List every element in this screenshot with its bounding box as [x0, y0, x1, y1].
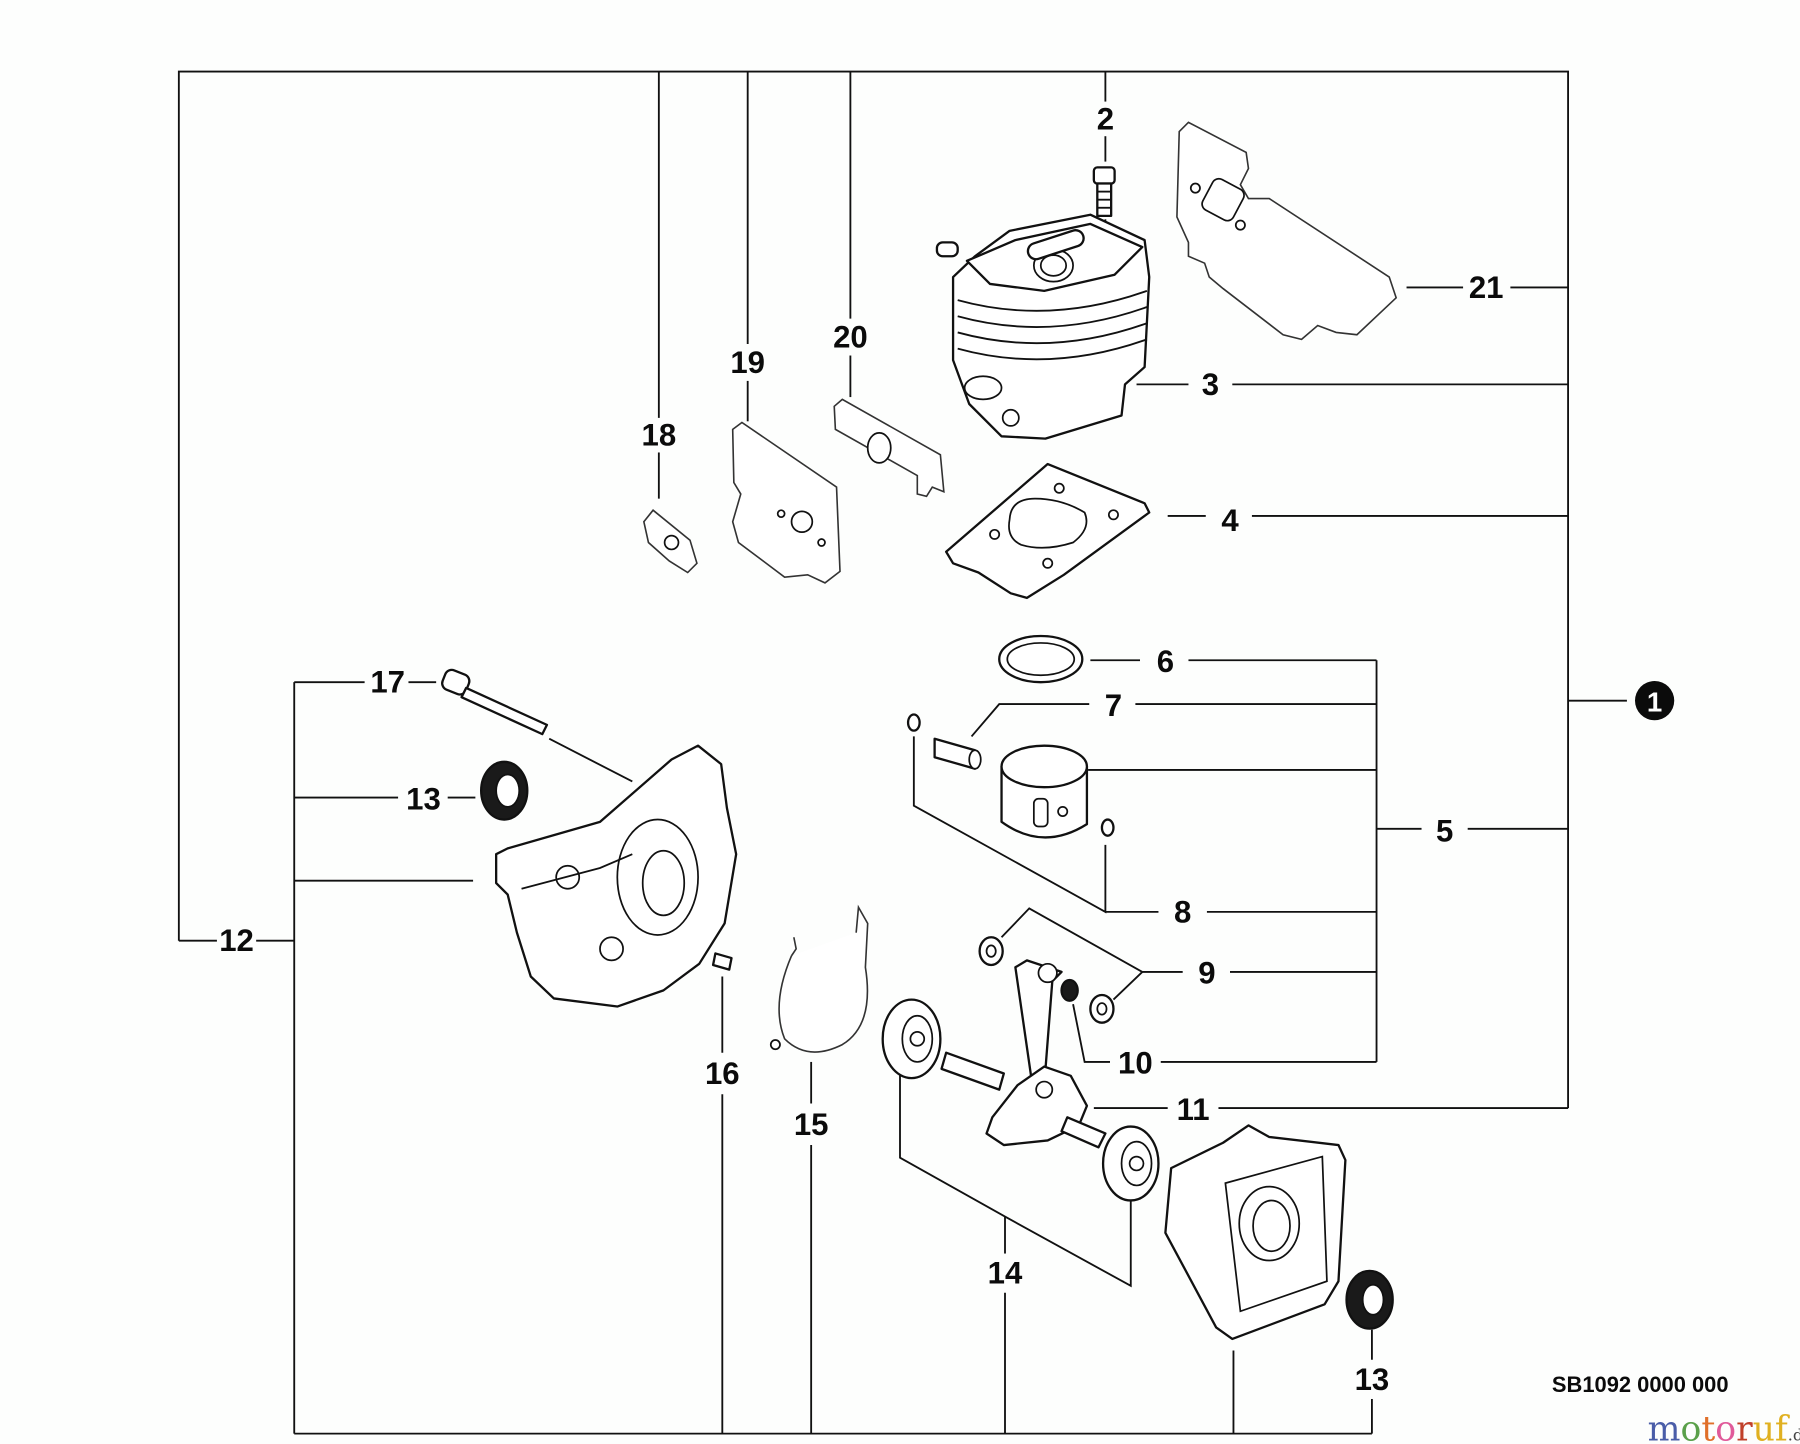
leader-10-a	[1072, 1004, 1110, 1063]
part-gasket-4	[944, 462, 1151, 600]
part-bolt-2	[1092, 166, 1116, 218]
callout-15[interactable]: 15	[794, 1107, 829, 1142]
part-piston-pin-7	[933, 737, 982, 770]
callout-2[interactable]: 2	[1097, 101, 1114, 136]
watermark-letter: t	[1701, 1410, 1715, 1444]
callout-13-right[interactable]: 13	[1355, 1362, 1390, 1397]
badge-number: 1	[1647, 686, 1662, 717]
part-gasket-20	[833, 398, 945, 498]
assembly-badge[interactable]: 1	[1635, 681, 1675, 721]
watermark-logo: motoruf.de	[1648, 1410, 1800, 1444]
part-gasket-18	[642, 509, 698, 574]
part-crankshaft-11	[940, 959, 1107, 1149]
callout-7[interactable]: 7	[1105, 688, 1122, 723]
callout-20[interactable]: 20	[833, 320, 868, 355]
callout-11[interactable]: 11	[1177, 1092, 1210, 1127]
callout-4[interactable]: 4	[1221, 503, 1239, 538]
callout-16[interactable]: 16	[705, 1056, 740, 1091]
part-gasket-19	[731, 421, 841, 584]
part-washers-9	[978, 936, 1115, 1024]
part-heat-shield-21	[1176, 121, 1398, 341]
callout-5[interactable]: 5	[1436, 814, 1453, 849]
callout-12[interactable]: 12	[219, 923, 254, 958]
watermark-letter: o	[1715, 1410, 1736, 1444]
leader-17-to-case	[548, 737, 633, 783]
part-ball-bearing-14b	[1101, 1125, 1160, 1202]
watermark-letter: o	[1681, 1410, 1702, 1444]
callout-10[interactable]: 10	[1118, 1046, 1153, 1081]
part-circlips-8	[906, 713, 1115, 837]
callout-18[interactable]: 18	[642, 418, 677, 453]
part-cylinder-3	[935, 213, 1151, 440]
leader-lines	[177, 70, 1627, 1435]
part-oil-seal-13b	[1345, 1269, 1394, 1330]
part-housing	[1164, 1124, 1347, 1341]
callout-17[interactable]: 17	[370, 665, 405, 700]
callout-8[interactable]: 8	[1174, 894, 1191, 929]
part-oil-seal-13a	[479, 760, 529, 821]
callouts: 2 21 3 4 20 19 18 6 7 5 8 9 10 11 17 13 …	[219, 101, 1503, 1396]
watermark-letter: r	[1736, 1410, 1753, 1444]
watermark-suffix: .de	[1788, 1426, 1800, 1444]
callout-13-left[interactable]: 13	[406, 781, 441, 816]
leader-9-b	[1112, 971, 1143, 1001]
frame-assembly-1	[177, 70, 1569, 1109]
callout-6[interactable]: 6	[1157, 644, 1174, 679]
watermark-letter: f	[1775, 1410, 1790, 1444]
leader-7-a	[970, 703, 1090, 738]
leader-9-a	[1000, 907, 1143, 973]
badge-circle	[1635, 681, 1675, 721]
part-piston-ring-6	[998, 634, 1084, 684]
callout-14[interactable]: 14	[988, 1256, 1023, 1291]
callout-19[interactable]: 19	[730, 345, 765, 380]
part-crankcase-12	[494, 744, 738, 1008]
callout-9[interactable]: 9	[1198, 956, 1215, 991]
leader-8-a	[912, 736, 1107, 914]
callout-21[interactable]: 21	[1469, 270, 1504, 305]
part-dowel-pin-16	[711, 952, 733, 971]
part-needle-bearing-10	[1060, 978, 1079, 1002]
watermark-letter: m	[1648, 1410, 1681, 1444]
part-crankcase-gasket-15	[769, 904, 869, 1053]
watermark-letter: u	[1753, 1410, 1775, 1444]
part-bolt-17	[441, 668, 549, 736]
part-piston	[1000, 744, 1089, 839]
part-ball-bearing-14a	[881, 998, 942, 1080]
drawing-code: SB1092 0000 000	[1552, 1372, 1729, 1397]
callout-3[interactable]: 3	[1202, 367, 1219, 402]
